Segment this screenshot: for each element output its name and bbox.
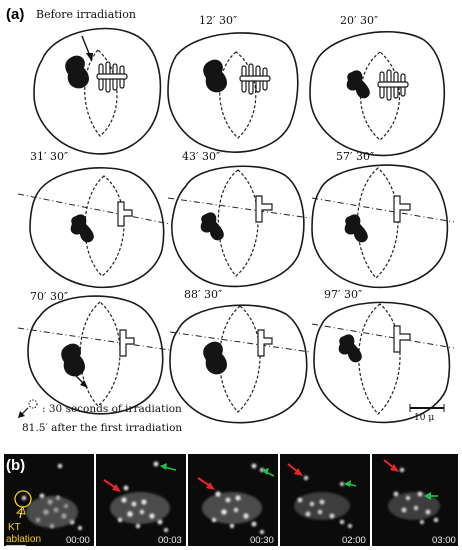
chromosome-outlined [239,63,271,95]
cell-membrane [33,27,162,155]
division-axis [167,197,311,219]
cell-membrane [311,164,449,289]
chromosome-dark [203,341,227,375]
red-arrow [383,459,399,472]
cell-membrane [29,167,165,289]
division-axis [311,323,455,349]
cell-9-time: 97′ 30″ [324,288,362,301]
chromosome-dark [70,214,94,243]
caption: 81.5′ after the first irradiation [22,422,182,434]
cell-7: 70′ 30″ [17,290,171,415]
chromosome-dark [346,70,370,99]
red-arrow [287,463,303,476]
irradiation-legend: : 30 seconds of irradiation [18,399,182,418]
frame-4: 02:00 [280,454,370,546]
cell-5: 43′ 30″ [167,150,311,288]
red-arrow [197,477,215,490]
legend-text: : 30 seconds of irradiation [42,403,182,415]
frame-3: 00:30 [188,454,278,546]
cell-membrane [167,32,299,153]
cell-membrane [313,301,451,424]
green-arrow [344,480,357,487]
chromosome-outlined [117,201,133,227]
scale-bar: 10 μ [409,404,445,423]
division-axis [17,193,171,225]
chromosome-outlined [393,195,411,223]
panel-b: KT ablation 00:00 00:03 [4,454,458,547]
frame-5: 03:00 [372,454,458,546]
frame-2: 00:03 [96,454,186,546]
frame-3-time: 00:30 [250,535,274,546]
chromosome-outlined [119,329,135,357]
frame-1: KT ablation 00:00 [4,454,94,546]
chromosome-dark [61,343,85,377]
red-arrow [103,479,121,492]
irradiation-arrow [81,35,93,62]
cell-3-time: 20′ 30″ [340,14,378,27]
chromosome-dark [344,214,368,243]
cell-8: 88′ 30″ [169,288,311,424]
division-axis [17,327,171,351]
frame-1-time: 00:00 [66,535,90,546]
cell-4: 31′ 30″ [17,150,171,289]
scale-bar-label: 10 μ [414,413,434,423]
cell-8-time: 88′ 30″ [184,288,222,301]
cell-membrane [169,304,308,424]
spindle-outline [218,305,261,413]
kinetochore-signals [211,463,264,534]
cell-1-time: Before irradiation [36,8,136,21]
green-arrow [424,492,438,500]
cell-4-time: 31′ 30″ [30,150,68,163]
cell-2-time: 12′ 30″ [199,14,237,27]
chromosome-outlined [393,325,411,353]
ablation-label: ablation [6,534,41,545]
irradiation-symbol-icon [18,399,38,418]
chromosome-outlined [257,329,273,357]
spindle-outline [356,167,399,279]
panel-b-label: (b) [6,457,25,474]
spindle-outline [84,49,118,137]
irradiation-arrow [73,373,88,388]
chromosome-outlined [96,61,128,93]
panel-a: (a) Before irradiation 12′ 30″ [6,6,455,434]
kinetochore-signals [393,467,439,524]
spindle-outline [217,169,259,277]
green-arrow [160,463,177,471]
cell-membrane [27,295,164,415]
cell-membrane [171,165,305,288]
green-arrow [262,468,275,477]
ablation-arrow [15,506,26,519]
cell-9: 97′ 30″ [311,288,455,424]
spindle-outline [79,301,121,407]
spindle-outline [358,303,401,415]
division-axis [169,331,311,353]
ablation-label-kt: KT [8,522,21,533]
cell-5-time: 43′ 30″ [182,150,220,163]
panel-a-label: (a) [6,6,24,23]
cell-1: Before irradiation [33,8,162,155]
chromosome-dark [65,55,89,89]
cell-2: 12′ 30″ [167,14,299,153]
cell-3: 20′ 30″ [309,14,446,157]
cell-6-time: 57′ 30″ [336,150,374,163]
cell-membrane [309,30,446,157]
chromosome-outlined [377,69,409,101]
frame-4-time: 02:00 [342,535,366,546]
chromosome-dark [200,212,224,241]
frame-2-time: 00:03 [158,535,182,546]
cell-6: 57′ 30″ [311,150,455,289]
kinetochore-signals [297,475,352,528]
frame-5-time: 03:00 [432,535,456,546]
chromosome-dark [338,334,362,363]
kinetochore-signals [117,461,168,532]
division-axis [311,197,455,223]
cell-7-time: 70′ 30″ [30,290,68,303]
chromosome-outlined [255,195,273,223]
chromosome-dark [203,59,227,93]
